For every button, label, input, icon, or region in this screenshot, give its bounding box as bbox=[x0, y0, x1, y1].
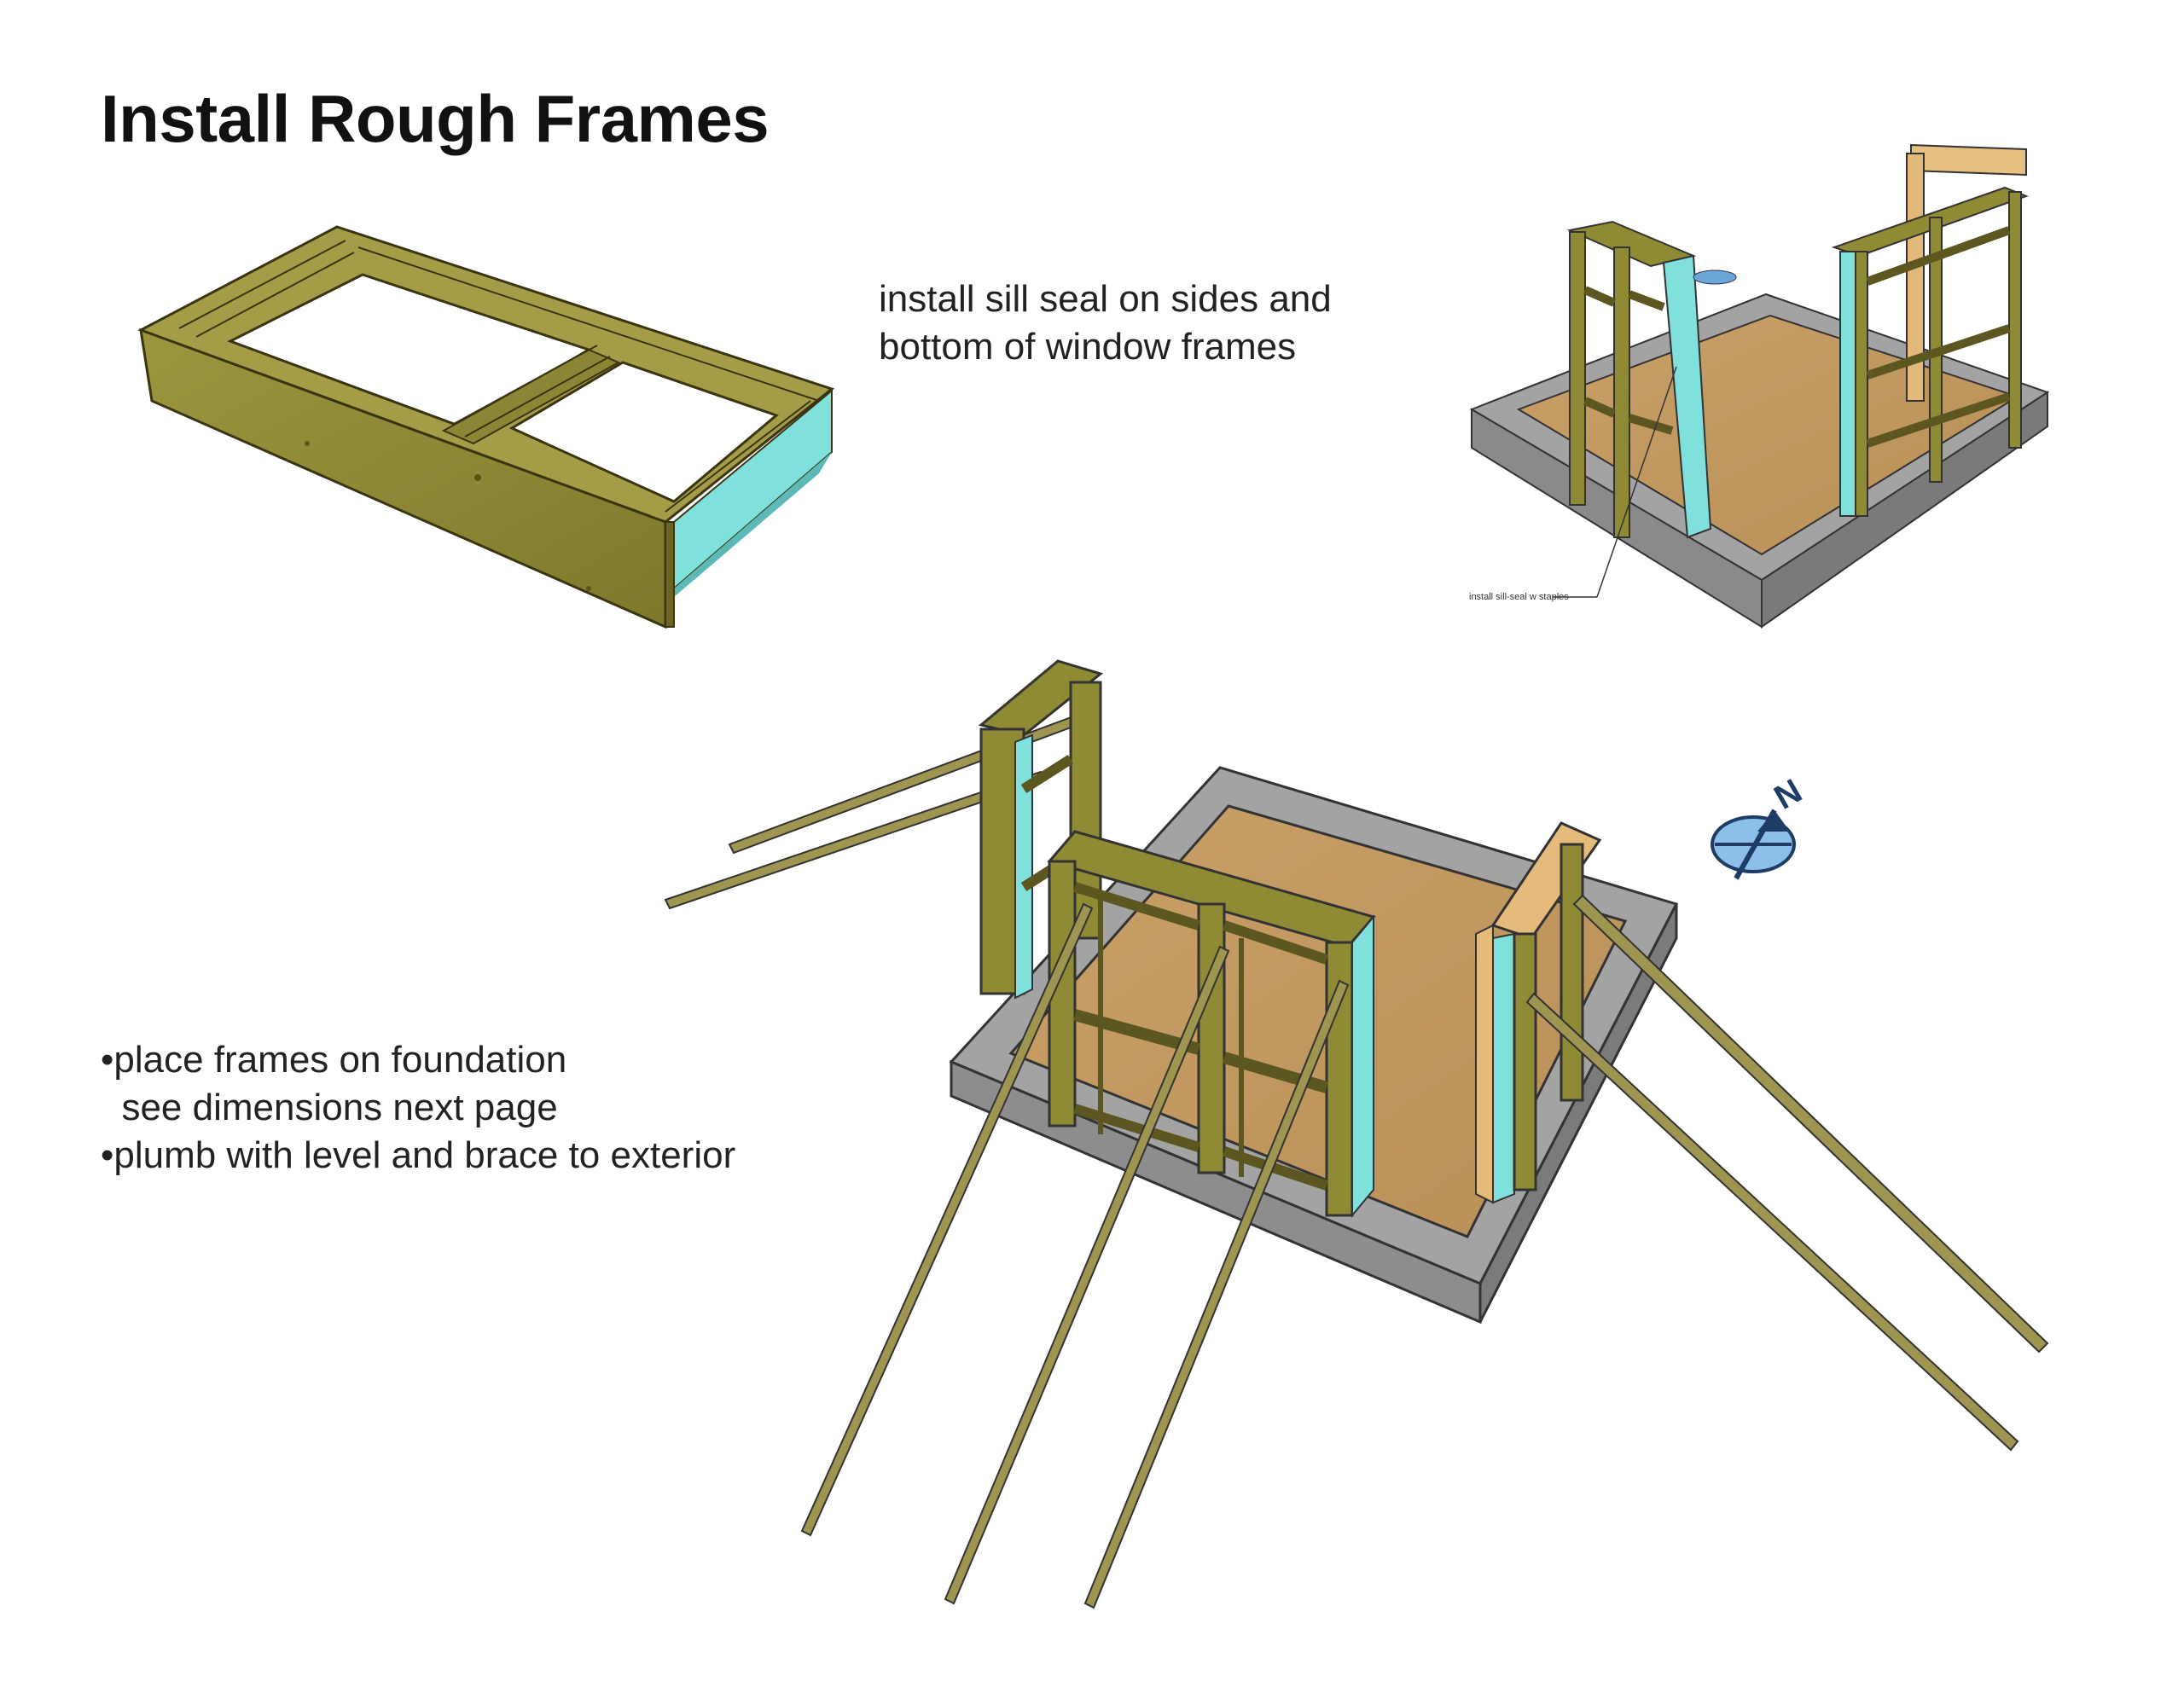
placement-note: •place frames on foundation see dimensio… bbox=[101, 1036, 735, 1180]
sill-seal-note-line-2: bottom of window frames bbox=[879, 326, 1297, 368]
placement-note-line-3: •plumb with level and brace to exterior bbox=[101, 1134, 736, 1176]
main-foundation-illustration bbox=[664, 659, 2049, 1609]
placement-note-line-1: •place frames on foundation bbox=[101, 1039, 567, 1081]
placement-note-line-2: see dimensions next page bbox=[101, 1087, 558, 1128]
window-frame-illustration bbox=[137, 225, 835, 629]
sill-seal-note: install sill seal on sides and bottom of… bbox=[879, 275, 1332, 371]
sill-seal-callout: install sill-seal w staples bbox=[1469, 592, 1569, 602]
page-title: Install Rough Frames bbox=[101, 81, 770, 156]
sill-seal-note-line-1: install sill seal on sides and bbox=[879, 278, 1332, 320]
small-foundation-illustration: install sill-seal w staples bbox=[1469, 143, 2050, 629]
north-compass: N bbox=[1711, 772, 1809, 880]
